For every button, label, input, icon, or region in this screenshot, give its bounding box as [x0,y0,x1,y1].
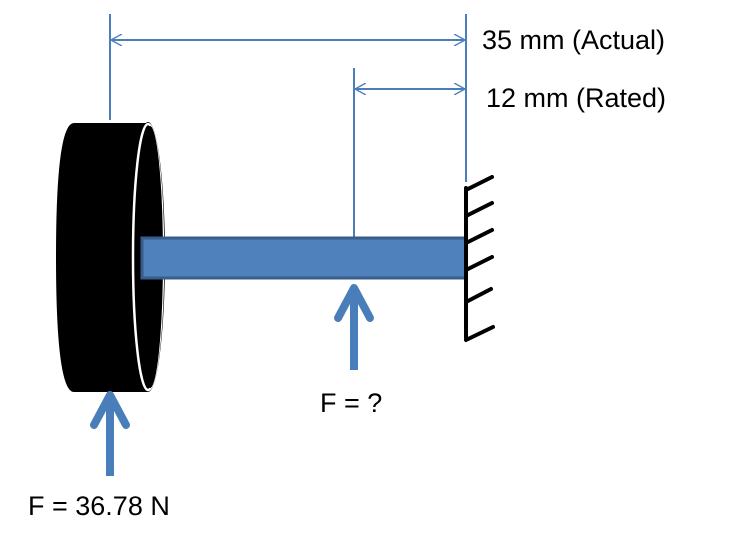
beam-force-arrow-icon [334,284,374,370]
wheel-force-arrow-icon [90,391,130,476]
beam-force-label: F = ? [320,388,382,418]
dimension-actual [109,14,467,182]
wheel-force-label: F = 36.78 N [28,491,170,521]
beam [140,236,468,280]
dimension-rated [353,68,465,237]
rated-dimension-label: 12 mm (Rated) [486,83,666,113]
actual-dimension-label: 35 mm (Actual) [482,25,665,55]
fixed-wall-support [464,175,495,342]
